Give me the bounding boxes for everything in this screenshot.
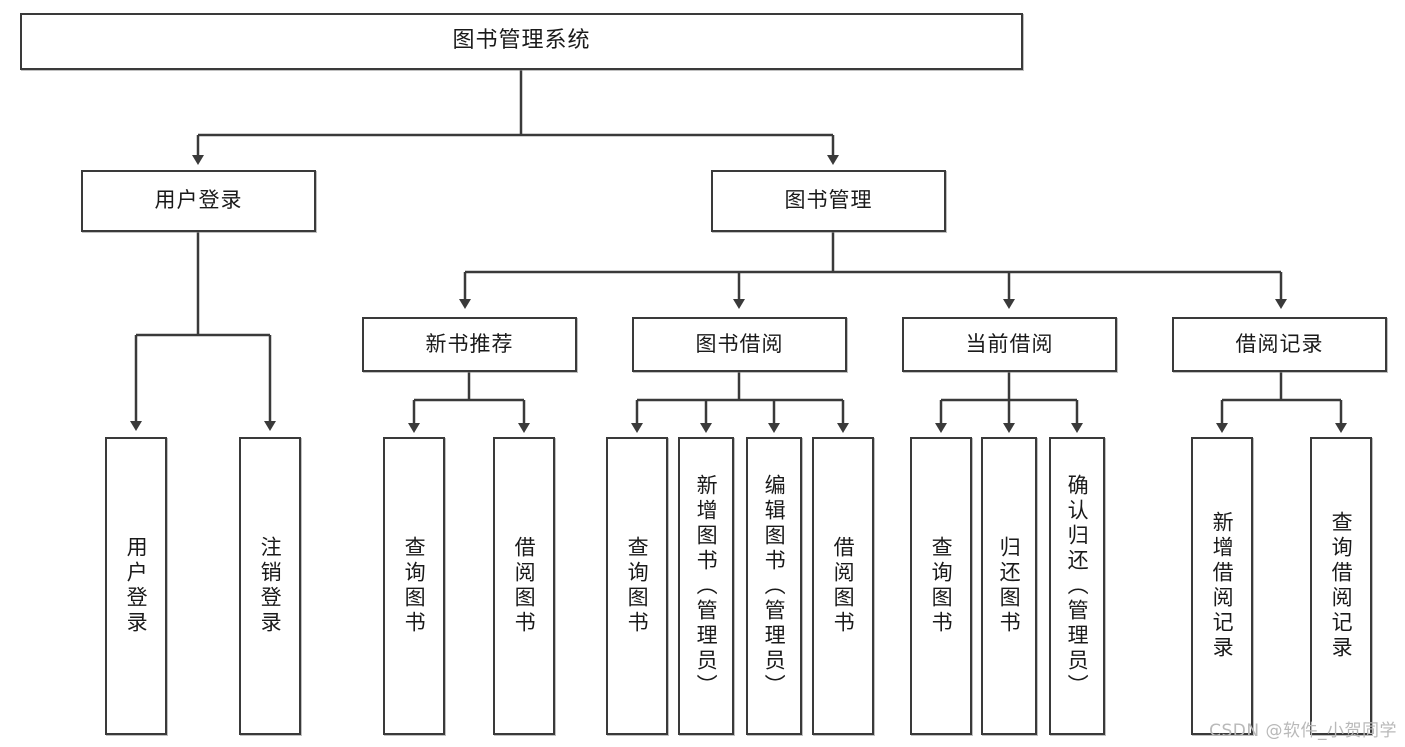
node-leaf-add-book[interactable]: 新增图书（管理员） (678, 437, 734, 735)
node-label: 借阅图书 (512, 536, 537, 636)
node-label: 归还图书 (997, 536, 1022, 636)
node-leaf-borrow-book-2[interactable]: 借阅图书 (812, 437, 874, 735)
node-label: 查询图书 (929, 536, 954, 636)
node-book-borrow[interactable]: 图书借阅 (632, 317, 847, 372)
node-leaf-query-book-1[interactable]: 查询图书 (383, 437, 445, 735)
node-leaf-add-record[interactable]: 新增借阅记录 (1191, 437, 1253, 735)
node-label: 注销登录 (258, 536, 283, 636)
node-user-login[interactable]: 用户登录 (81, 170, 316, 232)
node-leaf-edit-book[interactable]: 编辑图书（管理员） (746, 437, 802, 735)
node-label: 查询借阅记录 (1329, 511, 1354, 661)
node-label: 确认归还（管理员） (1065, 473, 1090, 699)
node-book-manage[interactable]: 图书管理 (711, 170, 946, 232)
node-label: 当前借阅 (965, 331, 1054, 356)
node-label: 用户登录 (154, 188, 243, 213)
node-label: 新增借阅记录 (1210, 511, 1235, 661)
node-label: 新书推荐 (425, 331, 514, 356)
node-label: 新增图书（管理员） (694, 473, 719, 699)
watermark-text: CSDN @软件_小贺同学 (1209, 721, 1397, 741)
node-leaf-user-login[interactable]: 用户登录 (105, 437, 167, 735)
node-leaf-return-book[interactable]: 归还图书 (981, 437, 1037, 735)
node-label: 图书借阅 (695, 331, 784, 356)
node-borrow-record[interactable]: 借阅记录 (1172, 317, 1387, 372)
node-label: 借阅图书 (831, 536, 856, 636)
node-label: 借阅记录 (1235, 331, 1324, 356)
node-label: 查询图书 (402, 536, 427, 636)
node-leaf-borrow-book-1[interactable]: 借阅图书 (493, 437, 555, 735)
node-leaf-query-book-3[interactable]: 查询图书 (910, 437, 972, 735)
node-label: 编辑图书（管理员） (762, 473, 787, 699)
node-leaf-query-book-2[interactable]: 查询图书 (606, 437, 668, 735)
node-leaf-query-record[interactable]: 查询借阅记录 (1310, 437, 1372, 735)
node-root-system[interactable]: 图书管理系统 (20, 13, 1023, 70)
node-current-borrow[interactable]: 当前借阅 (902, 317, 1117, 372)
node-leaf-logout[interactable]: 注销登录 (239, 437, 301, 735)
node-label: 图书管理 (784, 188, 873, 213)
node-label: 用户登录 (124, 536, 149, 636)
node-label: 查询图书 (625, 536, 650, 636)
node-label: 图书管理系统 (452, 28, 591, 54)
node-leaf-confirm-return[interactable]: 确认归还（管理员） (1049, 437, 1105, 735)
node-new-book-recommend[interactable]: 新书推荐 (362, 317, 577, 372)
